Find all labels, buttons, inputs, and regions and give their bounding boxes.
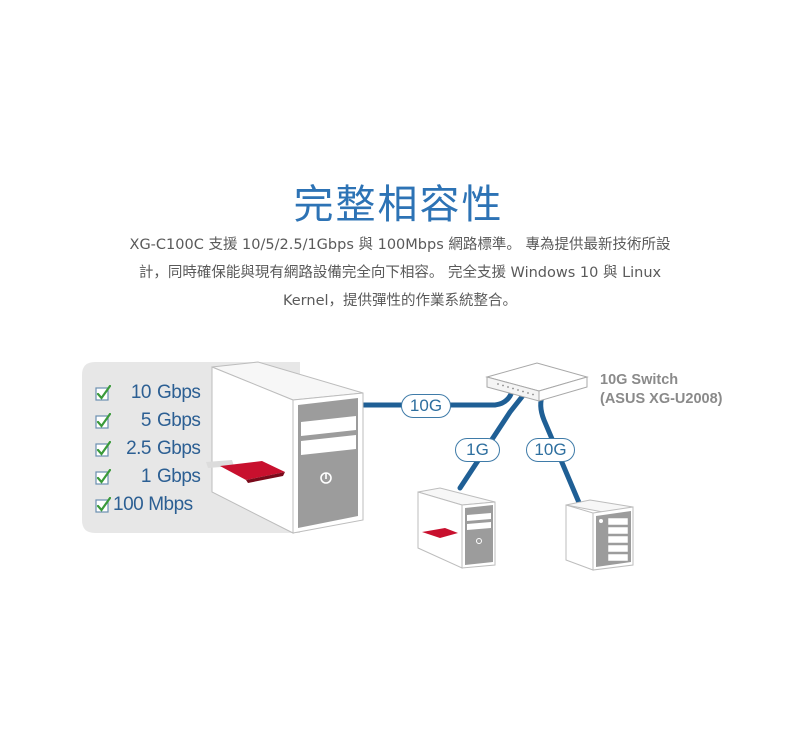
speed-value: 2.5: [126, 438, 151, 459]
speed-item: 1 Gbps: [95, 463, 205, 491]
description-line: Kernel，提供彈性的作業系統整合。: [282, 293, 518, 309]
speed-unit: Gbps: [157, 466, 201, 487]
checkbox-checked-icon: [95, 385, 111, 401]
network-diagram: [82, 361, 634, 571]
link-speed-switch-nas: 10G: [526, 438, 575, 462]
description: XG-C100C 支援 10/5/2.5/1Gbps 與 100Mbps 網路標…: [80, 231, 720, 315]
nas-icon: [565, 499, 634, 571]
speed-value: 100: [113, 494, 144, 515]
link-speed-pc-switch: 10G: [401, 394, 451, 418]
checkbox-checked-icon: [95, 497, 111, 513]
speed-unit: Gbps: [157, 438, 201, 459]
speed-value: 1: [140, 466, 152, 487]
checkbox-checked-icon: [95, 469, 111, 485]
speed-item: 10 Gbps: [95, 379, 205, 407]
speed-item: 5 Gbps: [95, 407, 205, 435]
checkbox-checked-icon: [95, 441, 111, 457]
speed-unit: Mbps: [148, 494, 193, 515]
page-title: 完整相容性: [293, 181, 504, 228]
link-speed-switch-pc: 1G: [455, 438, 500, 462]
speed-value: 10: [130, 382, 152, 403]
switch-name: 10G Switch: [600, 372, 679, 388]
speed-item: 2.5 Gbps: [95, 435, 205, 463]
checkbox-checked-icon: [95, 413, 111, 429]
main-pc-icon: [206, 361, 364, 534]
speed-unit: Gbps: [157, 410, 201, 431]
switch-label: 10G Switch (ASUS XG-U2008): [600, 371, 722, 409]
description-line: 計，同時確保能與現有網路設備完全向下相容。 完全支援 Windows 10 與 …: [138, 265, 662, 281]
cable-switch-to-pc: [457, 390, 528, 491]
description-line: XG-C100C 支援 10/5/2.5/1Gbps 與 100Mbps 網路標…: [129, 237, 671, 253]
cable-pc-to-switch: [355, 387, 516, 408]
speed-item: 100 Mbps: [95, 491, 205, 519]
secondary-pc-icon: [417, 487, 496, 569]
speed-list: 10 Gbps 5 Gbps 2.5 Gbps 1 Gbps 100 Mbps: [95, 379, 205, 519]
switch-icon: [485, 362, 589, 402]
speed-value: 5: [140, 410, 152, 431]
speed-unit: Gbps: [157, 382, 201, 403]
switch-model: (ASUS XG-U2008): [600, 391, 723, 407]
